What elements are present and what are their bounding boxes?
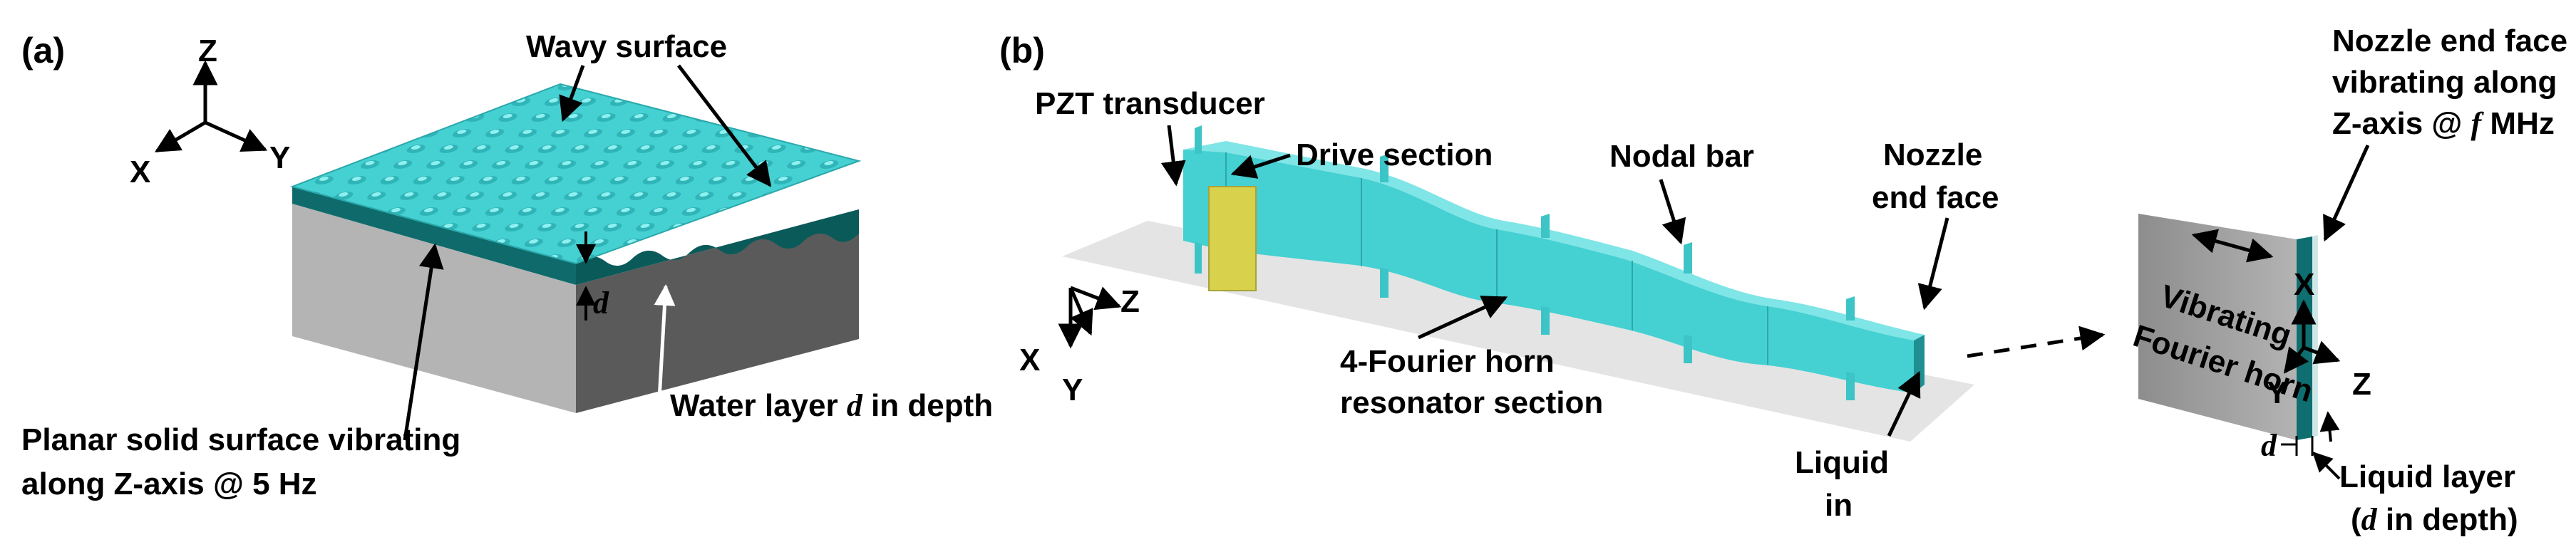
b-axis-label-z: Z: [1120, 284, 1140, 319]
liquid-layer-label-line1: Liquid layer: [2339, 459, 2515, 494]
inset-axis-label-z: Z: [2352, 367, 2371, 402]
nozzle-vibrating-label-line3: Z-axis @ f MHz: [2332, 106, 2555, 141]
axis-label-z: Z: [198, 33, 217, 68]
pzt-transducer-block: [1208, 186, 1257, 291]
inset-axis-label-y: Y: [2267, 375, 2287, 410]
b-x-axis-arrow: [1068, 286, 1093, 336]
horn-front-face: [1183, 150, 1914, 393]
drive-section-label: Drive section: [1296, 137, 1493, 172]
nodal-bar-3-top: [1541, 214, 1550, 238]
nozzle-label-line2: end face: [1872, 180, 1999, 215]
nodal-bar-5-top: [1846, 296, 1855, 321]
solid-surface-label-line2: along Z-axis @ 5 Hz: [21, 467, 317, 501]
nozzle-label-line1: Nozzle: [1883, 137, 1982, 172]
liquid-layer-arrow: [2312, 452, 2341, 480]
wavy-surface-arrow-2: [677, 64, 772, 187]
block-right-face: [576, 209, 859, 413]
nozzle-end-face-arrow: [1917, 217, 1949, 311]
nodal-bar-3-bottom: [1541, 306, 1550, 335]
solid-surface-arrow: [403, 243, 444, 441]
wavy-top-surface: [289, 83, 862, 265]
nozzle-vibrating-label-line2: vibrating along: [2332, 65, 2557, 100]
inset-horn-body: [2138, 214, 2297, 440]
vibration-double-arrow: [2191, 229, 2274, 263]
panel-a: (a) Z X Y Wavy surface d Water layer: [21, 29, 993, 501]
liquid-in-label-line1: Liquid: [1795, 445, 1889, 480]
inset-axis-label-x: X: [2294, 267, 2314, 302]
fourier-horn-label-line1: 4-Fourier horn: [1340, 344, 1555, 379]
b-axis-label-y: Y: [1062, 373, 1083, 407]
y-axis-arrow: [204, 120, 268, 152]
inset-axes: [2283, 299, 2341, 374]
liquid-in-arrow: [1887, 370, 1921, 437]
horn-shadow: [1062, 221, 1974, 442]
panel-b: (b): [999, 31, 2106, 523]
nodal-bar-2-top: [1380, 154, 1389, 182]
panel-a-axes: [154, 60, 268, 153]
b-axis-label-x: X: [1019, 343, 1040, 377]
nodal-bar-2-bottom: [1380, 268, 1389, 298]
inset-y-axis-arrow: [2283, 346, 2309, 374]
nodal-bar-label: Nodal bar: [1609, 139, 1754, 174]
inset-depth-symbol-d: d: [2261, 428, 2277, 463]
nodal-bar-5-bottom: [1846, 372, 1855, 400]
horn-top-face: [1183, 141, 1925, 340]
pzt-arrow: [1160, 125, 1186, 187]
water-layer-label: Water layer d in depth: [670, 388, 993, 423]
solid-block: [289, 83, 862, 413]
drive-section-arrow: [1230, 153, 1291, 179]
solid-surface-label-line1: Planar solid surface vibrating: [21, 422, 460, 457]
axis-label-y: Y: [269, 140, 290, 175]
b-z-axis-arrow: [1070, 286, 1122, 311]
nodal-bar-4-top: [1684, 242, 1692, 274]
liquid-layer-label-line2: (d in depth): [2351, 502, 2518, 537]
block-left-face: [292, 204, 576, 413]
zoom-dashed-arrow: [1967, 325, 2106, 358]
nodal-bar-1-bottom: [1195, 242, 1202, 274]
inset-nozzle-detail: Vibrating Fourier horn X Y Z Nozzle end …: [2129, 24, 2567, 537]
inset-z-axis-arrow: [2303, 340, 2341, 365]
nozzle-vibrating-arrow: [2323, 144, 2370, 242]
inset-layer-arrow: [2319, 411, 2340, 442]
nodal-bar-arrow: [1659, 179, 1686, 245]
wavy-surface-label: Wavy surface: [526, 29, 727, 64]
fourier-horn-arrow: [1417, 296, 1508, 340]
water-layer-left-edge: [292, 187, 576, 285]
panel-a-label: (a): [21, 31, 65, 71]
liquid-in-label-line2: in: [1825, 488, 1853, 523]
inset-liquid-edge: [2312, 235, 2318, 437]
nodal-bar-1-top: [1195, 125, 1202, 154]
pzt-transducer-label: PZT transducer: [1035, 86, 1265, 121]
x-axis-arrow: [154, 120, 207, 153]
nodal-bar-4-bottom: [1684, 335, 1692, 363]
fourier-horn-label-line2: resonator section: [1340, 385, 1603, 420]
nozzle-vibrating-label-line1: Nozzle end face: [2332, 24, 2567, 58]
fourier-horn-resonator: [1183, 125, 1925, 400]
water-layer-arrow: [654, 284, 676, 400]
panel-b-axes: [1058, 286, 1122, 349]
depth-symbol-d: d: [593, 286, 609, 321]
wavy-surface-arrow-1: [559, 65, 585, 123]
axis-label-x: X: [130, 155, 150, 189]
panel-b-label: (b): [999, 31, 1045, 71]
water-layer-right-edge: [576, 209, 859, 285]
